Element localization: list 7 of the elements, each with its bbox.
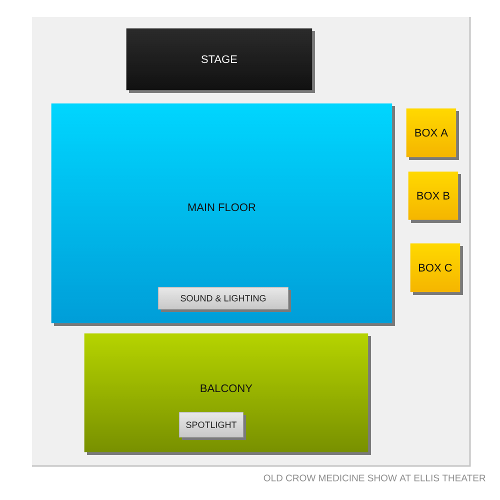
booth-box: SOUND & LIGHTING bbox=[158, 287, 291, 312]
booth-box: SPOTLIGHT bbox=[179, 412, 246, 440]
caption: OLD CROW MEDICINE SHOW AT ELLIS THEATER bbox=[264, 474, 486, 482]
box-section: BOX B bbox=[408, 172, 461, 223]
stage-block: STAGE bbox=[126, 28, 315, 93]
box-section: BOX A bbox=[406, 108, 459, 160]
box-section: BOX C bbox=[410, 243, 463, 295]
